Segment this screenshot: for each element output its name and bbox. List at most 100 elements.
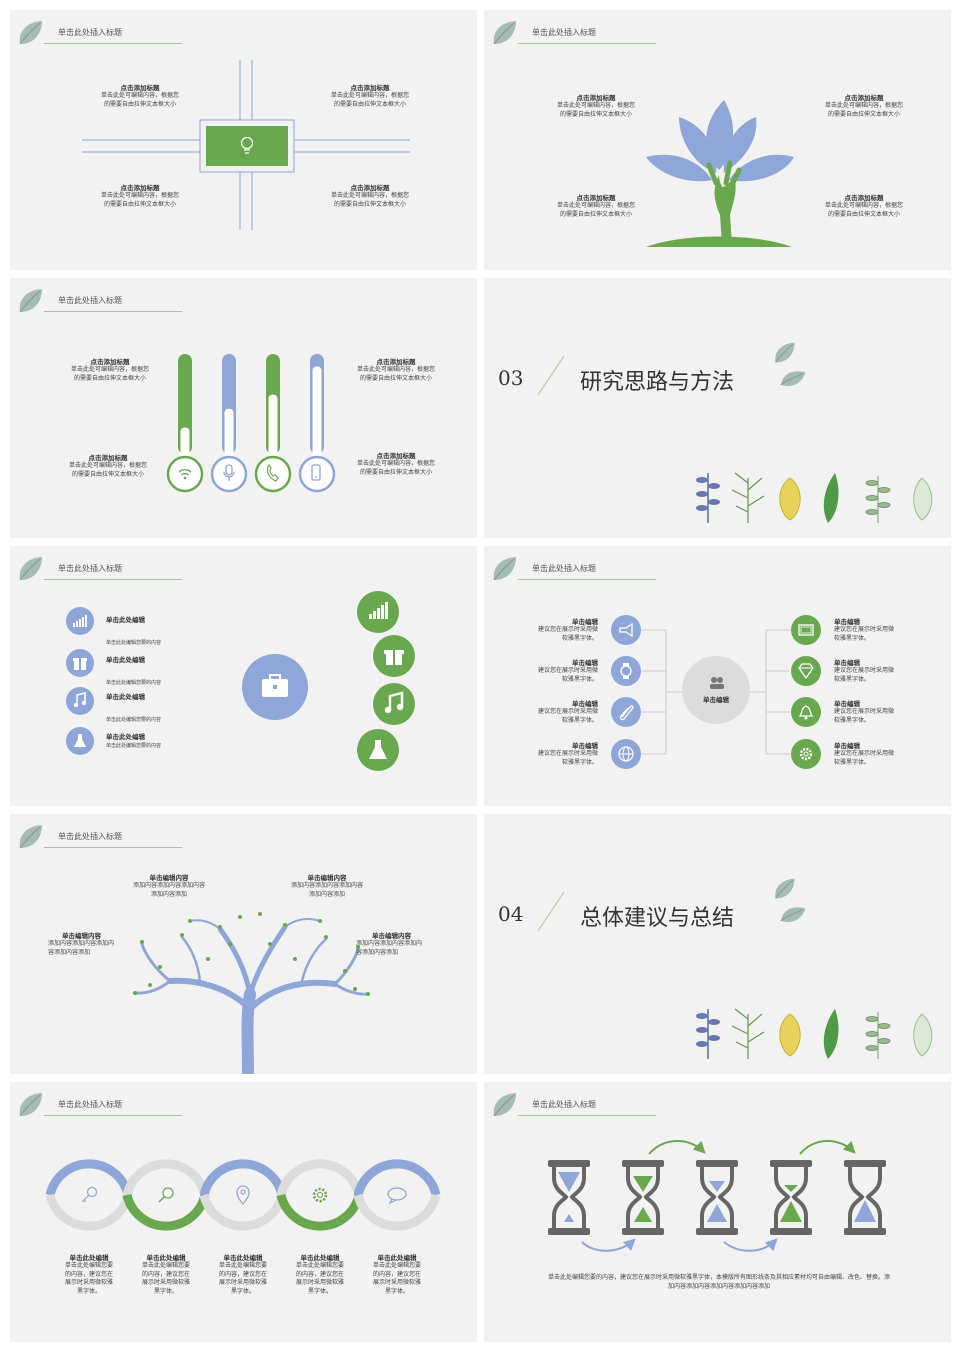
text-block[interactable]: 点击添加标题单击此处可编辑内容，根据您的需要自由拉伸文本框大小 <box>556 94 635 118</box>
item-text[interactable]: 单击编辑建议您在展示时采用微软雅黑字体。 <box>834 659 895 683</box>
text-block[interactable]: 点击添加标题单击此处可编辑内容，根据您的需要自由拉伸文本框大小 <box>330 84 409 108</box>
text-block[interactable]: 单击编辑内容添加内容添加内容添加内容添加内容添加 <box>290 874 363 898</box>
magnifier-icon <box>158 1187 174 1203</box>
slide-8: 04 总体建议与总结 <box>484 814 951 1074</box>
slide-title[interactable]: 单击此处插入标题 <box>58 1100 122 1109</box>
ring-chain <box>45 1159 441 1231</box>
leaves-decoration <box>696 1008 933 1059</box>
title-underline <box>44 847 182 848</box>
item-text[interactable]: 单击编辑建议您在展示时采用微软雅黑字体。 <box>834 700 895 724</box>
item-text[interactable]: 单击此处编辑单击此处编辑您要的内容，建议您在展示时采用微软雅黑字体。 <box>64 1254 113 1296</box>
item-subtext[interactable]: 单击此处编辑您要的内容 <box>106 680 162 686</box>
tree-illustration <box>133 912 370 1074</box>
item-text[interactable]: 单击此处编辑单击此处编辑您要的内容，建议您在展示时采用微软雅黑字体。 <box>295 1254 344 1296</box>
item-text[interactable]: 单击编辑建议您在展示时采用微软雅黑字体。 <box>537 659 598 683</box>
leaf-icon <box>16 554 46 584</box>
hourglass-sequence <box>548 1140 886 1252</box>
bell-icon <box>791 697 821 727</box>
slide-1: 单击此处插入标题 点击添加标题单击此处可编辑内容，根据您的需要自由拉伸文本框大小… <box>10 10 477 270</box>
slide-title[interactable]: 单击此处插入标题 <box>58 296 122 305</box>
text-block[interactable]: 单击编辑内容添加内容添加内容添加内容添加内容添加 <box>48 932 115 956</box>
briefcase-icon <box>242 654 308 720</box>
text-block[interactable]: 点击添加标题单击此处可编辑内容，根据您的需要自由拉伸文本框大小 <box>100 84 179 108</box>
text-block[interactable]: 点击添加标题单击此处可编辑内容，根据您的需要自由拉伸文本框大小 <box>356 452 435 476</box>
title-underline <box>518 43 656 44</box>
item-heading[interactable]: 单击此处编辑 <box>106 733 145 741</box>
diamond-icon <box>791 656 821 686</box>
watch-icon <box>611 656 641 686</box>
text-block[interactable]: 点击添加标题单击此处可编辑内容，根据您的需要自由拉伸文本框大小 <box>824 94 903 118</box>
item-subtext[interactable]: 单击此处编辑您要的内容 <box>106 640 162 646</box>
people-icon <box>710 677 724 689</box>
gauge-level <box>268 394 278 461</box>
slide-5: 单击此处插入标题 单击此处编辑 单击此处编辑您要的内容 单击此处编辑 单击此处编… <box>10 546 477 806</box>
signal-bars-icon <box>66 607 94 635</box>
slide-2: 单击此处插入标题 点击添加标题单击此处可编辑内容，根据您的需要自由拉伸文本框大小… <box>484 10 951 270</box>
chat-bubble-icon <box>387 1187 407 1205</box>
item-text[interactable]: 单击此处编辑单击此处编辑您要的内容，建议您在展示时采用微软雅黑字体。 <box>218 1254 267 1296</box>
monitor-icon <box>791 615 821 645</box>
lightbulb-icon <box>240 136 254 154</box>
item-text[interactable]: 单击编辑建议您在展示时采用微软雅黑字体。 <box>834 742 895 766</box>
item-heading[interactable]: 单击此处编辑 <box>106 656 145 664</box>
slide-title[interactable]: 单击此处插入标题 <box>532 564 596 573</box>
location-pin-icon <box>236 1185 250 1205</box>
text-block[interactable]: 单击编辑内容添加内容添加内容添加内容添加内容添加 <box>132 874 205 898</box>
megaphone-icon <box>611 615 641 645</box>
item-subtext[interactable]: 单击此处编辑您要的内容 <box>106 743 162 749</box>
section-title[interactable]: 研究思路与方法 <box>580 370 735 395</box>
bracket-connector <box>642 629 790 755</box>
leaf-icon <box>16 822 46 852</box>
cross-connector <box>82 60 410 230</box>
item-subtext[interactable]: 单击此处编辑您要的内容 <box>106 717 162 723</box>
gauge-level <box>224 408 234 461</box>
item-text[interactable]: 单击此处编辑单击此处编辑您要的内容，建议您在展示时采用微软雅黑字体。 <box>141 1254 190 1296</box>
thermometer-gauges <box>166 354 336 493</box>
item-text[interactable]: 单击编辑建议您在展示时采用微软雅黑字体。 <box>834 618 895 642</box>
title-underline <box>44 1115 182 1116</box>
slash-divider <box>537 891 565 932</box>
item-text[interactable]: 单击此处编辑单击此处编辑您要的内容，建议您在展示时采用微软雅黑字体。 <box>372 1254 421 1296</box>
microphone-icon <box>210 455 248 493</box>
text-block[interactable]: 点击添加标题单击此处可编辑内容，根据您的需要自由拉伸文本框大小 <box>556 194 635 218</box>
text-block[interactable]: 点击添加标题单击此处可编辑内容，根据您的需要自由拉伸文本框大小 <box>356 358 435 382</box>
signal-bars-icon <box>357 591 399 633</box>
paperclip-icon <box>611 697 641 727</box>
item-heading[interactable]: 单击此处编辑 <box>106 693 145 701</box>
text-block[interactable]: 点击添加标题单击此处可编辑内容，根据您的需要自由拉伸文本框大小 <box>70 358 149 382</box>
center-label[interactable]: 单击编辑 <box>703 696 729 704</box>
text-block[interactable]: 单击编辑内容添加内容添加内容添加内容添加内容添加 <box>356 932 423 956</box>
description-text[interactable]: 单击此处编辑您要的内容，建议您在展示时采用微软雅黑字体，本模版所有图形线条及其相… <box>547 1274 890 1290</box>
item-heading[interactable]: 单击此处编辑 <box>106 616 145 624</box>
section-number[interactable]: 04 <box>498 902 524 926</box>
leaf-pair-icon <box>774 878 806 928</box>
slide-title[interactable]: 单击此处插入标题 <box>58 564 122 573</box>
leaves-decoration <box>696 472 933 523</box>
title-underline <box>44 311 182 312</box>
music-note-icon <box>373 683 415 725</box>
flask-icon <box>66 727 94 755</box>
section-title[interactable]: 总体建议与总结 <box>580 906 735 931</box>
phone-icon <box>254 455 292 493</box>
slide-title[interactable]: 单击此处插入标题 <box>532 28 596 37</box>
gift-icon <box>373 635 415 677</box>
mobile-phone-icon <box>298 455 336 493</box>
tree-hand-icon <box>646 100 794 247</box>
bulb-glyphs <box>178 463 321 482</box>
slide-6: 单击此处插入标题 单击编辑 单击编辑建议您在展示时采用微软雅黑字体。 单击编辑建… <box>484 546 951 806</box>
leaf-icon <box>490 18 520 48</box>
slide-title[interactable]: 单击此处插入标题 <box>58 28 122 37</box>
text-block[interactable]: 点击添加标题单击此处可编辑内容，根据您的需要自由拉伸文本框大小 <box>68 454 147 478</box>
item-text[interactable]: 单击编辑建议您在展示时采用微软雅黑字体。 <box>537 618 598 642</box>
key-icon <box>81 1186 98 1203</box>
text-block[interactable]: 点击添加标题单击此处可编辑内容，根据您的需要自由拉伸文本框大小 <box>824 194 903 218</box>
slide-title[interactable]: 单击此处插入标题 <box>532 1100 596 1109</box>
gear-icon <box>791 739 821 769</box>
text-block[interactable]: 点击添加标题单击此处可编辑内容，根据您的需要自由拉伸文本框大小 <box>100 184 179 208</box>
section-number[interactable]: 03 <box>498 366 524 390</box>
slash-divider <box>537 355 565 396</box>
item-text[interactable]: 单击编辑建议您在展示时采用微软雅黑字体。 <box>537 700 598 724</box>
item-text[interactable]: 单击编辑建议您在展示时采用微软雅黑字体。 <box>537 742 598 766</box>
slide-title[interactable]: 单击此处插入标题 <box>58 832 122 841</box>
text-block[interactable]: 点击添加标题单击此处可编辑内容，根据您的需要自由拉伸文本框大小 <box>330 184 409 208</box>
